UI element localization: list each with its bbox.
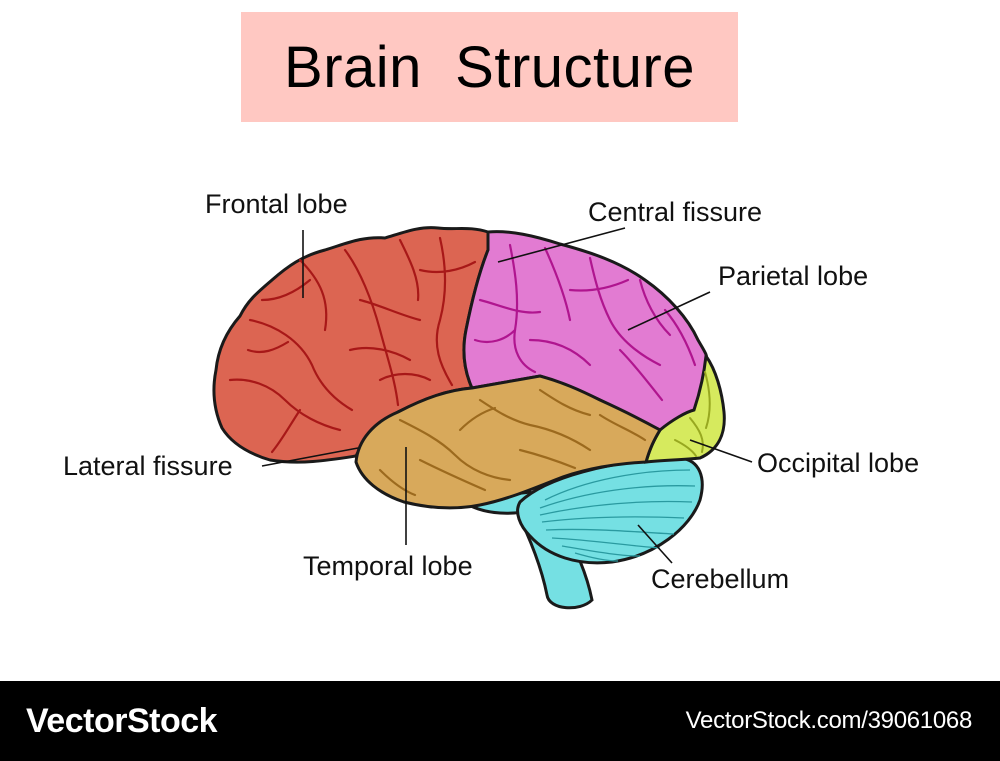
lateral-fissure-leader [261,447,359,467]
frontal-gyri [228,236,477,454]
title-banner: Brain Structure [241,12,738,122]
temporal-gyri [378,388,647,497]
occipital-lobe-leader [689,439,753,463]
central-fissure-label: Central fissure [588,197,762,227]
parietal-lobe-leader [627,291,711,331]
cerebellum-leader [637,524,673,564]
temporal-lobe-label: Temporal lobe [303,551,473,581]
footer-bar: VectorStock VectorStock.com/39061068 [0,681,1000,761]
cerebellum-label: Cerebellum [651,564,789,594]
parietal-gyri [473,243,697,402]
page-title: Brain Structure [284,34,695,100]
central-fissure-leader [497,227,626,263]
lateral-fissure-label: Lateral fissure [63,451,233,481]
occipital-gyri [674,371,711,457]
image-credit[interactable]: VectorStock.com/39061068 [685,707,973,734]
frontal-lobe-label: Frontal lobe [205,189,348,219]
cerebellum-folia [539,469,696,562]
occipital-lobe-label: Occipital lobe [757,448,919,478]
brain-diagram: Frontal lobe Central fissure Parietal lo… [63,189,919,610]
parietal-lobe-label: Parietal lobe [718,261,868,291]
vectorstock-logo[interactable]: VectorStock [26,701,218,740]
temporal-lobe-region [354,374,663,510]
